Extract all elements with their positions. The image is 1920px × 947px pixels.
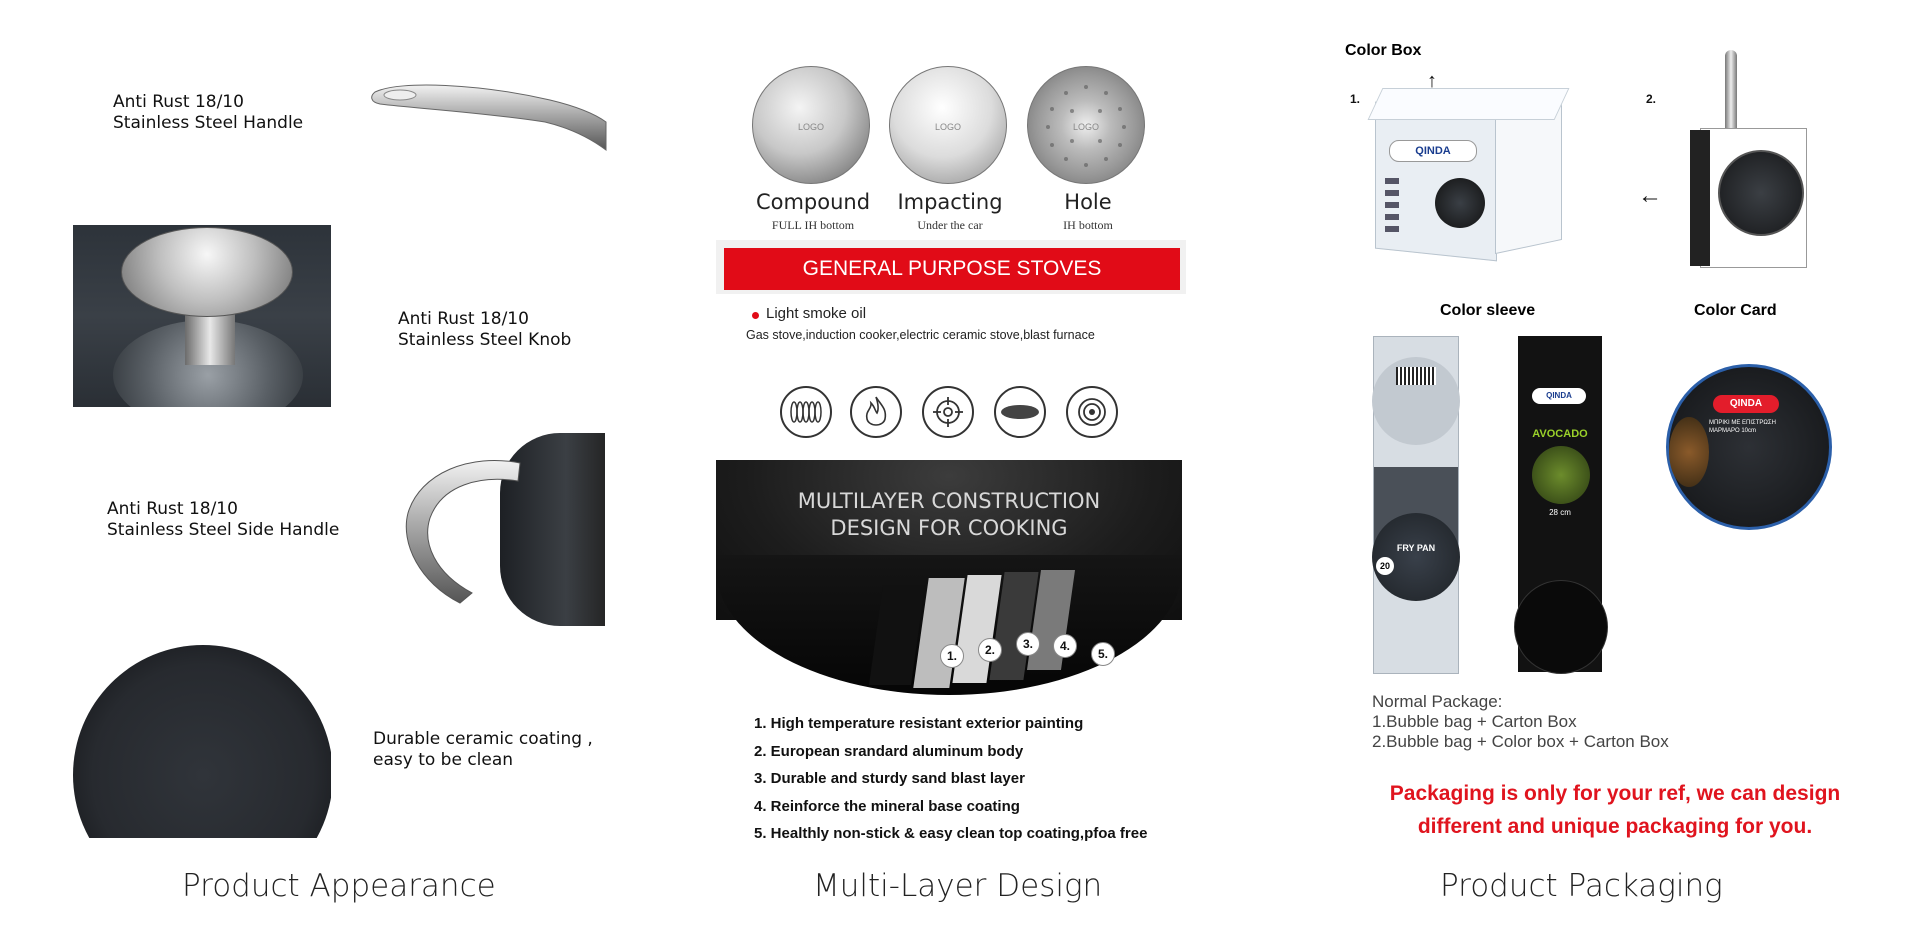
normal-package-info: Normal Package: 1.Bubble bag + Carton Bo… <box>1372 692 1669 751</box>
list-item: 5. Healthly non-stick & easy clean top c… <box>754 825 1148 842</box>
pan-coating-image <box>73 645 331 838</box>
product-appearance-caption: Product Appearance <box>182 868 496 904</box>
hole-sub-label: IH bottom <box>1063 218 1113 232</box>
oil-note: Light smoke oil <box>766 305 867 322</box>
product-packaging-caption: Product Packaging <box>1440 868 1723 904</box>
sleeve-2-brand: QINDA <box>1532 388 1586 404</box>
color-box-title: Color Box <box>1345 42 1422 59</box>
stainless-handle-image <box>371 84 607 151</box>
sleeve-1-size: 20 <box>1376 557 1394 575</box>
perforated-pattern-icon <box>1046 85 1126 167</box>
general-purpose-stoves-banner: GENERAL PURPOSE STOVES <box>724 248 1180 290</box>
impacting-sub-label: Under the car <box>917 218 983 232</box>
construction-title: MULTILAYER CONSTRUCTION DESIGN FOR COOKI… <box>797 489 1101 540</box>
side-handle-label: Anti Rust 18/10 Stainless Steel Side Han… <box>107 499 340 540</box>
color-card-image: QINDA ΜΠΡΙΚΙ ΜΕ ΕΠΙΣΤΡΩΣΗ ΜΑΡΜΑΡΟ 10cm <box>1666 364 1832 530</box>
handle-label: Anti Rust 18/10 Stainless Steel Handle <box>113 92 304 133</box>
gas-flame-icon <box>850 386 902 438</box>
card-text: ΜΠΡΙΚΙ ΜΕ ΕΠΙΣΤΡΩΣΗ ΜΑΡΜΑΡΟ 10cm <box>1709 420 1776 434</box>
item-number-2: 2. <box>1646 92 1657 106</box>
hole-disc-image: LOGO <box>1027 66 1145 184</box>
coil-stove-icon <box>780 386 832 438</box>
color-sleeve-1-image: FRY PAN 20 <box>1372 336 1460 674</box>
pan-gift-box-image <box>1690 50 1810 270</box>
coating-label: Durable ceramic coating , easy to be cle… <box>373 729 593 770</box>
sleeve-2-size: 28 cm <box>1549 508 1571 517</box>
arrow-left-icon: ← <box>1638 182 1662 209</box>
impacting-disc-image: LOGO <box>889 66 1007 184</box>
multilayer-design-caption: Multi-Layer Design <box>813 868 1103 904</box>
impacting-label: Impacting <box>897 190 1003 214</box>
layer-number-3: 3. <box>1016 632 1040 656</box>
compound-label: Compound <box>755 190 871 214</box>
color-box-image: QINDA <box>1367 78 1570 262</box>
packaging-note: Packaging is only for your ref, we can d… <box>1389 782 1841 838</box>
sleeve-2-text: AVOCADO <box>1532 428 1588 440</box>
burner-grate-icon <box>922 386 974 438</box>
compound-disc-image: LOGO <box>752 66 870 184</box>
knob-image <box>73 225 331 407</box>
item-number-1: 1. <box>1350 92 1361 106</box>
card-brand: QINDA <box>1713 395 1779 413</box>
multilayer-construction-image: MULTILAYER CONSTRUCTION DESIGN FOR COOKI… <box>716 460 1182 696</box>
list-item: 4. Reinforce the mineral base coating <box>754 797 1020 815</box>
knob-label: Anti Rust 18/10 Stainless Steel Knob <box>398 309 572 350</box>
color-sleeve-2-image: QINDA AVOCADO 28 cm <box>1514 336 1608 674</box>
layer-list: 1. High temperature resistant exterior p… <box>754 710 1147 848</box>
induction-icon <box>1066 386 1118 438</box>
bullet-icon <box>752 312 759 319</box>
list-item: 3. Durable and sturdy sand blast layer <box>754 770 1025 787</box>
ceramic-plate-icon <box>994 386 1046 438</box>
arrow-up-icon: ↑ <box>1427 70 1437 92</box>
list-item: 2. European srandard aluminum body <box>754 742 1024 760</box>
hole-label: Hole <box>1064 190 1112 214</box>
layer-number-4: 4. <box>1053 634 1077 658</box>
layer-number-1: 1. <box>940 644 964 668</box>
list-item: 1. High temperature resistant exterior p… <box>754 715 1084 732</box>
layer-number-2: 2. <box>978 638 1002 662</box>
layer-number-5: 5. <box>1091 642 1115 666</box>
color-card-title: Color Card <box>1694 302 1777 319</box>
brand-logo: QINDA <box>1389 140 1477 162</box>
sleeve-1-text: FRY PAN <box>1396 543 1436 553</box>
side-handle-image <box>400 433 605 626</box>
compound-sub-label: FULL IH bottom <box>771 218 855 232</box>
stoves-note: Gas stove,induction cooker,electric cera… <box>746 328 1095 342</box>
color-sleeve-title: Color sleeve <box>1440 302 1536 319</box>
